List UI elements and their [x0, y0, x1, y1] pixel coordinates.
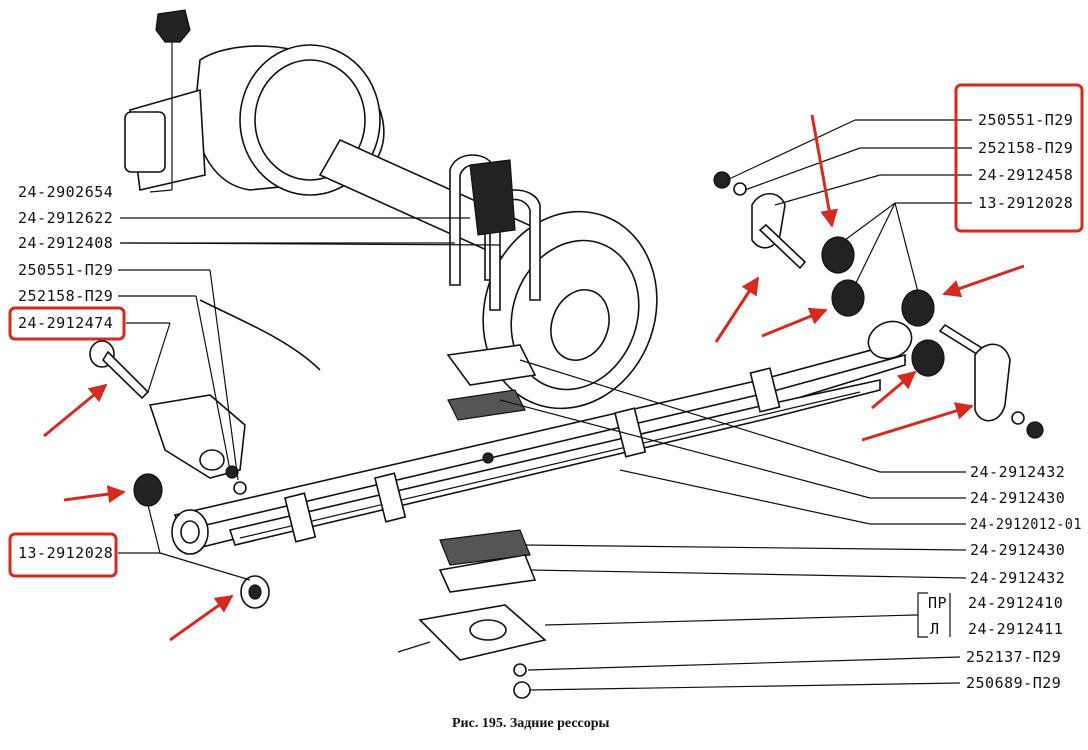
highlight-box-left-pin — [8, 306, 126, 341]
arrow-to-front-bushing-lower — [169, 594, 234, 642]
side-mark-left: Л — [930, 620, 940, 638]
right-label-2: 24-2912430 — [970, 489, 1065, 507]
left-label-6-highlighted: 24-2912474 — [18, 314, 113, 332]
left-label-1: 24-2902654 — [18, 183, 113, 201]
right-top-label-3: 24-2912458 — [978, 166, 1073, 184]
left-label-5: 252158-П29 — [18, 287, 113, 305]
rear-shackle-parts — [713, 171, 1044, 439]
left-bottom-label-highlighted: 13-2912028 — [18, 544, 113, 562]
side-label-left: 24-2912411 — [968, 620, 1063, 638]
right-label-5: 24-2912432 — [970, 569, 1065, 587]
right-top-label-4: 13-2912028 — [978, 194, 1073, 212]
arrow-to-rear-bushing-lower — [871, 370, 917, 410]
arrow-to-front-bushing-upper — [63, 485, 126, 504]
highlight-box-left-bushing — [8, 532, 118, 578]
spring-pad-upper — [446, 344, 537, 421]
right-label-3: 24-2912012-01 — [970, 515, 1082, 533]
right-label-4: 24-2912430 — [970, 541, 1065, 559]
side-mark-right: ПР — [928, 594, 947, 612]
left-label-group: 24-2902654 24-2912622 24-2912408 250551-… — [18, 183, 113, 562]
right-label-1: 24-2912432 — [970, 463, 1065, 481]
arrow-to-shackle-pin — [714, 276, 760, 343]
left-label-4: 250551-П29 — [18, 261, 113, 279]
axle-housing — [124, 9, 658, 410]
leader-lines — [118, 119, 972, 691]
highlight-box-right-top — [954, 83, 1084, 233]
side-variant-group: ПР Л 24-2912410 24-2912411 — [928, 594, 1063, 638]
left-label-3: 24-2912408 — [18, 234, 113, 252]
right-top-label-2: 252158-П29 — [978, 139, 1073, 157]
bottom-label-2: 250689-П29 — [966, 674, 1061, 692]
bottom-label-1: 252137-П29 — [966, 648, 1061, 666]
front-bracket — [89, 299, 321, 495]
side-label-right: 24-2912410 — [968, 594, 1063, 612]
right-label-group: 24-2912432 24-2912430 24-2912012-01 24-2… — [970, 463, 1082, 587]
arrow-to-shackle-bushing-top — [810, 114, 838, 228]
left-label-2: 24-2912622 — [18, 209, 113, 227]
arrow-to-shackle-bushing-inner — [761, 307, 828, 338]
u-bolts — [449, 154, 541, 311]
bottom-label-group: 252137-П29 250689-П29 — [966, 648, 1061, 692]
arrow-to-rear-bushing-outer — [942, 264, 1025, 298]
right-top-label-group: 250551-П29 252158-П29 24-2912458 13-2912… — [978, 111, 1073, 212]
highlight-arrows — [43, 114, 1025, 642]
figure-caption: Рис. 195. Задние рессоры — [452, 716, 610, 731]
spring-pads-lower — [397, 529, 547, 699]
arrow-to-rear-shackle-plate — [861, 402, 974, 442]
arrow-to-front-pin — [43, 383, 108, 438]
right-top-label-1: 250551-П29 — [978, 111, 1073, 129]
highlight-boxes — [8, 83, 1084, 578]
front-bushings — [133, 473, 270, 609]
